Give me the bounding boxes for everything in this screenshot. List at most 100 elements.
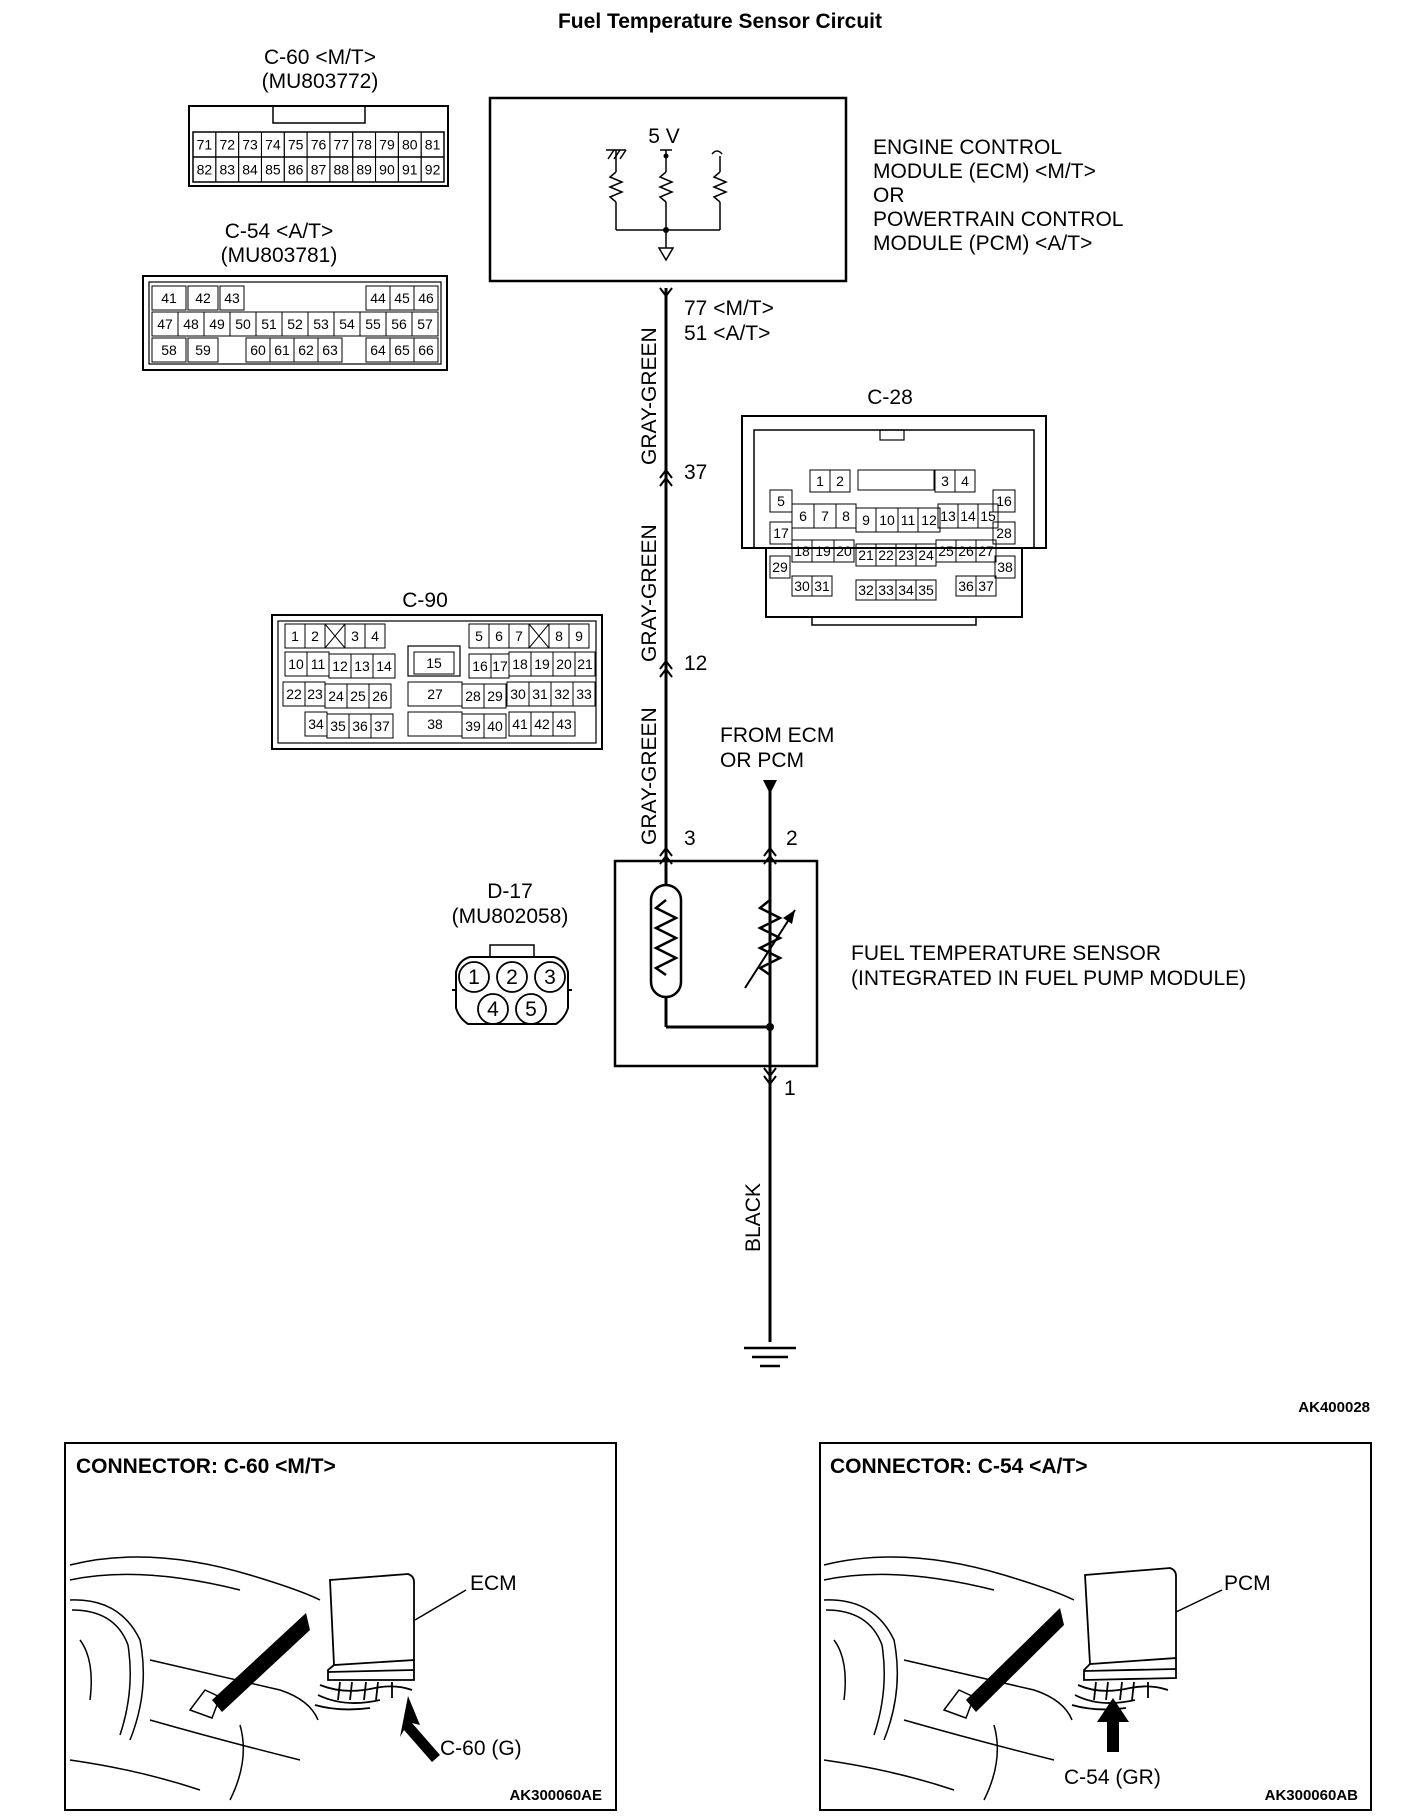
c28-pin-17-cell bbox=[769, 521, 793, 545]
c90-pin-20-label: 20 bbox=[556, 656, 572, 672]
c28-pin-31-label: 31 bbox=[814, 578, 830, 594]
c28-pin-5-label: 5 bbox=[777, 493, 785, 509]
c60-pin-90-label: 90 bbox=[379, 162, 395, 178]
c90-pin-9-cell bbox=[568, 623, 590, 649]
c54-pin-57-cell bbox=[411, 311, 439, 337]
d17-pin-3-label: 3 bbox=[544, 966, 556, 989]
c90-pin-2-label: 2 bbox=[311, 628, 319, 644]
c90-pin-18-label: 18 bbox=[512, 656, 528, 672]
c90-pin-42-label: 42 bbox=[534, 716, 550, 732]
c54-pin-47-label: 47 bbox=[157, 316, 173, 332]
c60-pin-88-label: 88 bbox=[334, 162, 350, 178]
c28-pin-2-label: 2 bbox=[836, 473, 844, 489]
c60-pin-82-label: 82 bbox=[197, 162, 213, 178]
c28-pin-28-label: 28 bbox=[996, 525, 1012, 541]
c60-pin-73-label: 73 bbox=[242, 137, 258, 153]
panel-left-connector: C-60 (G) bbox=[440, 1737, 522, 1760]
c28-pin-37-cell bbox=[975, 575, 997, 597]
c28-pin-27-cell bbox=[975, 539, 997, 563]
c90-pin-5-label: 5 bbox=[475, 628, 483, 644]
c90-pin-19-label: 19 bbox=[534, 656, 550, 672]
c54-pin-45-label: 45 bbox=[394, 290, 410, 306]
c60-pin-75-label: 75 bbox=[288, 137, 304, 153]
c90-pin-6-label: 6 bbox=[495, 628, 503, 644]
c90-pin-15-cell bbox=[413, 651, 455, 675]
from-ecm-line2: OR PCM bbox=[720, 749, 804, 772]
c28-pin-4-cell bbox=[954, 469, 976, 493]
c90-pin-27-label: 27 bbox=[427, 686, 443, 702]
c54-pin-46-label: 46 bbox=[418, 290, 434, 306]
c90-pin-43-label: 43 bbox=[556, 716, 572, 732]
c54-pin-42-label: 42 bbox=[195, 290, 211, 306]
c28-pin-4-label: 4 bbox=[961, 473, 969, 489]
d17-pin-4-label: 4 bbox=[487, 998, 499, 1021]
c28-pin-21-label: 21 bbox=[858, 547, 874, 563]
d17-part: (MU802058) bbox=[452, 905, 569, 928]
ecm-module: 5 V ENGINE CONTROL MODULE bbox=[488, 96, 1123, 283]
pin-1-label: 1 bbox=[784, 1077, 796, 1100]
c54-pin-48-label: 48 bbox=[183, 316, 199, 332]
c28-pin-25-label: 25 bbox=[938, 543, 954, 559]
c90-pin-13-label: 13 bbox=[354, 658, 370, 674]
c90-pin-9-label: 9 bbox=[575, 628, 583, 644]
c54-pin-41-label: 41 bbox=[161, 290, 177, 306]
panel-left-module: ECM bbox=[470, 1572, 517, 1595]
c90-pin-36-label: 36 bbox=[352, 718, 368, 734]
c90-pin-28-label: 28 bbox=[465, 688, 481, 704]
panel-left-code: AK300060AE bbox=[509, 1787, 602, 1804]
c90-pin-16-label: 16 bbox=[472, 658, 488, 674]
c90-pin-33-label: 33 bbox=[576, 686, 592, 702]
junction-12: 12 bbox=[684, 652, 707, 675]
d17-pin-5-label: 5 bbox=[525, 998, 537, 1021]
c60-pin-72-label: 72 bbox=[219, 137, 235, 153]
c28-pin-16-cell bbox=[992, 489, 1016, 513]
ground-icon bbox=[744, 1346, 796, 1368]
c90-pin-11-label: 11 bbox=[311, 656, 326, 672]
wire-color-2: GRAY-GREEN bbox=[638, 524, 661, 662]
c54-pin-43-cell bbox=[219, 285, 245, 311]
c90-pin-41-label: 41 bbox=[512, 716, 528, 732]
junction-37: 37 bbox=[684, 461, 707, 484]
c90-pin-4-label: 4 bbox=[371, 628, 379, 644]
c90-pin-3-label: 3 bbox=[351, 628, 359, 644]
c60-pin-86-label: 86 bbox=[288, 162, 304, 178]
c54-pin-56-label: 56 bbox=[391, 316, 407, 332]
c28-pin-3-label: 3 bbox=[941, 473, 949, 489]
c60-pin-78-label: 78 bbox=[356, 137, 372, 153]
c90-pin-39-label: 39 bbox=[465, 718, 481, 734]
c90-pin-30-label: 30 bbox=[510, 686, 526, 702]
c54-pin-54-label: 54 bbox=[339, 316, 355, 332]
c54-pin-55-label: 55 bbox=[365, 316, 381, 332]
c90-pin-29-cell bbox=[483, 683, 507, 709]
c28-pin-12-cell bbox=[917, 507, 941, 533]
c28-pin-8-label: 8 bbox=[842, 508, 850, 524]
sensor-label-1: FUEL TEMPERATURE SENSOR bbox=[851, 942, 1161, 965]
c90-pin-31-label: 31 bbox=[532, 686, 548, 702]
c28-pin-24-label: 24 bbox=[918, 547, 934, 563]
c54-pin-60-label: 60 bbox=[250, 342, 266, 358]
c28-pin-37-label: 37 bbox=[978, 578, 994, 594]
c54-pin-61-label: 61 bbox=[274, 342, 290, 358]
c90-pin-37-label: 37 bbox=[374, 718, 390, 734]
c54-pin-51-label: 51 bbox=[261, 316, 277, 332]
d17-pin-4 bbox=[477, 993, 509, 1025]
ecm-label-2: MODULE (ECM) <M/T> bbox=[873, 160, 1096, 183]
c54-pin-63-label: 63 bbox=[322, 342, 338, 358]
from-ecm-line1: FROM ECM bbox=[720, 724, 834, 747]
panel-c54-location: CONNECTOR: C-54 <A/T> PCM C-54 (GR) bbox=[819, 1442, 1372, 1811]
c28-pin-7-label: 7 bbox=[821, 508, 829, 524]
c60-pin-92-label: 92 bbox=[425, 162, 441, 178]
c28-pin-18-label: 18 bbox=[794, 543, 810, 559]
c54-pin-58-label: 58 bbox=[161, 342, 177, 358]
c90-pin-14-label: 14 bbox=[376, 658, 392, 674]
c28-pin-13-label: 13 bbox=[940, 508, 956, 524]
c60-pin-85-label: 85 bbox=[265, 162, 281, 178]
c90-blocked-cavity bbox=[528, 623, 550, 649]
c28-pin-15-cell bbox=[977, 503, 999, 529]
c28-pin-16-label: 16 bbox=[996, 493, 1012, 509]
c90-pin-23-label: 23 bbox=[307, 686, 323, 702]
pin-2-label: 2 bbox=[786, 827, 798, 850]
